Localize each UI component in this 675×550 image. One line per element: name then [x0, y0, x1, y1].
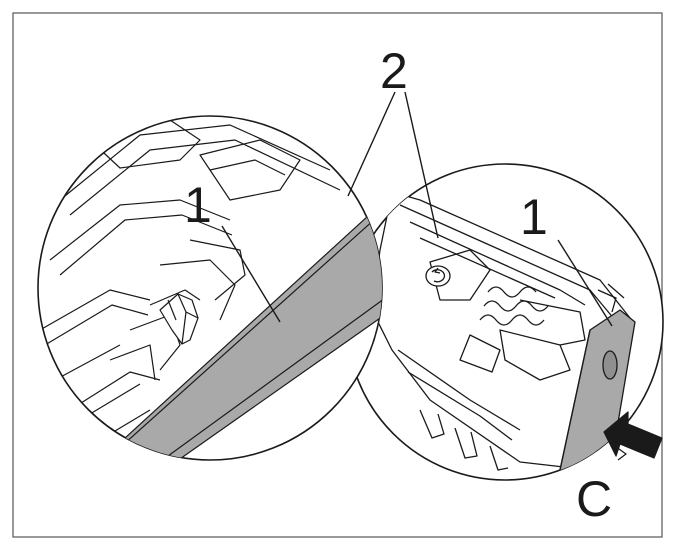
callout-part-2: 2 [380, 43, 408, 99]
right-detail-view [346, 163, 664, 481]
screw-hole-icon [425, 265, 451, 287]
leader-2-left [347, 91, 396, 197]
leader-2-right [404, 91, 439, 239]
leader-1-right [557, 239, 613, 327]
callout-part-1-right: 1 [520, 189, 548, 245]
gear-assembly [459, 286, 586, 381]
left-detail-view [37, 115, 383, 461]
callout-part-1-left: 1 [184, 177, 212, 233]
roller-tab-icon [159, 293, 199, 345]
leader-lines [221, 91, 613, 327]
roller-bar [89, 204, 382, 460]
figure-frame [12, 12, 663, 538]
direction-arrow-icon [603, 411, 663, 461]
leader-1-left [221, 225, 281, 323]
view-label-c: C [576, 471, 612, 527]
